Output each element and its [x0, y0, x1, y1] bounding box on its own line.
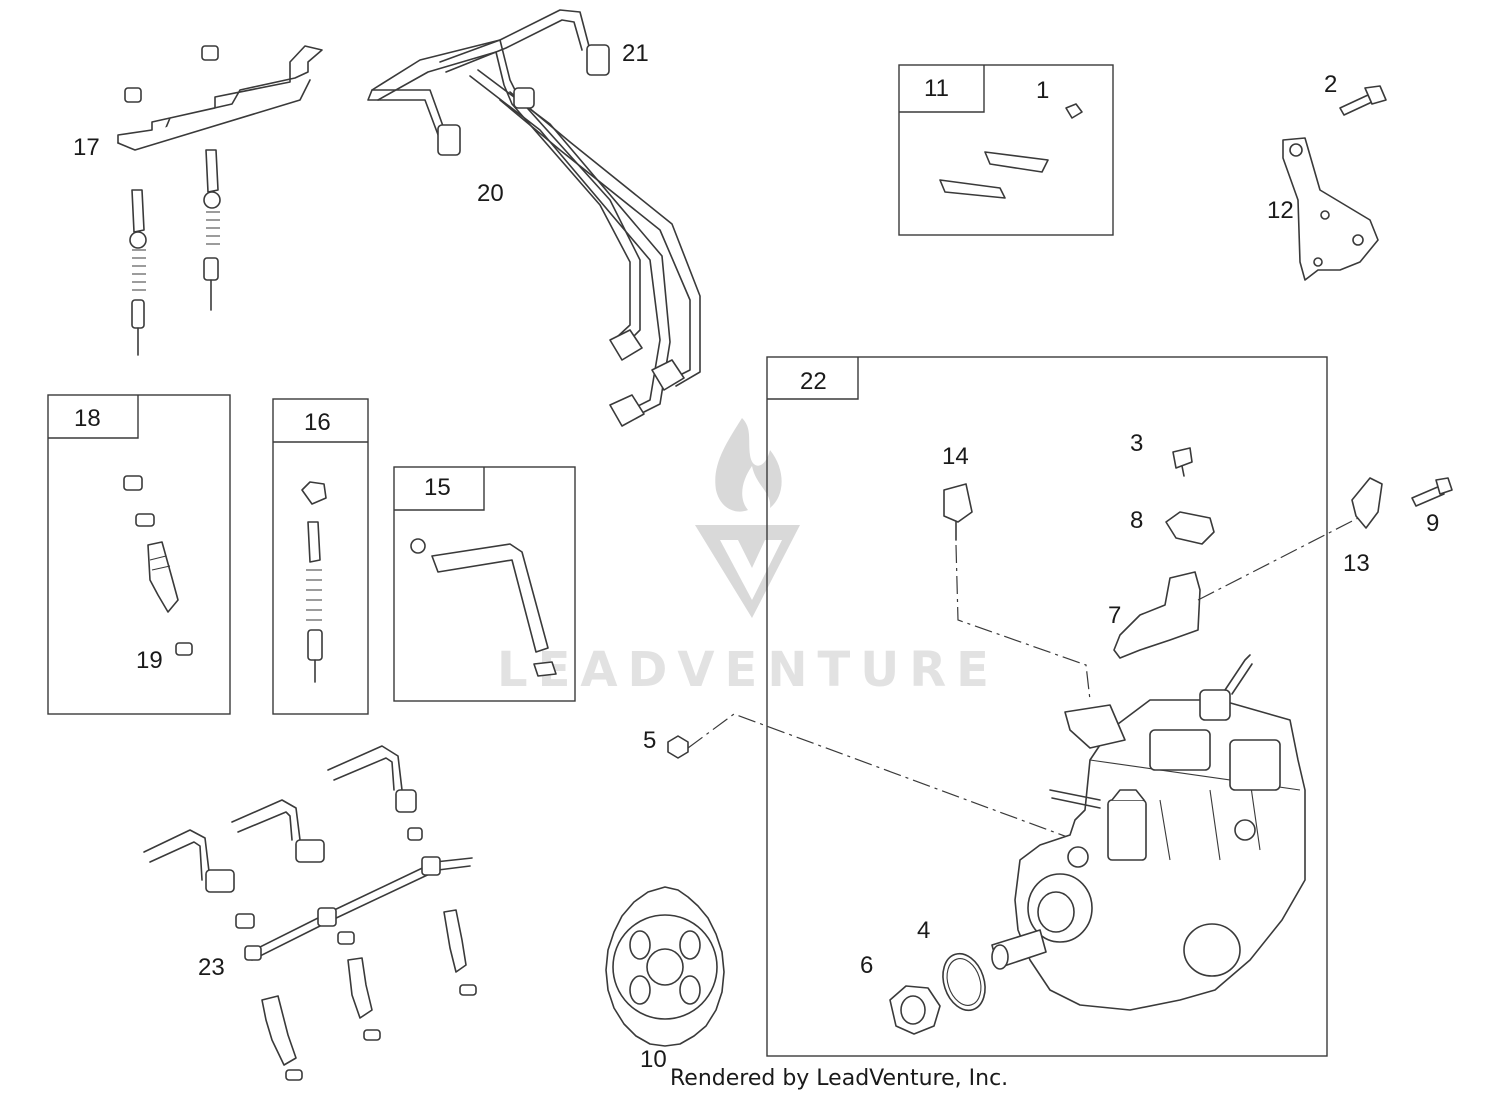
callout-13: 13 — [1343, 550, 1370, 577]
callout-7: 7 — [1108, 602, 1121, 629]
callout-17: 17 — [73, 134, 100, 161]
part-10-drive-gear — [605, 886, 725, 1047]
box-15-label: 15 — [424, 474, 451, 501]
leadventure-watermark: LEADVENTURE — [497, 418, 999, 698]
part-7-bracket — [1113, 515, 1363, 659]
callout-10: 10 — [640, 1046, 667, 1073]
box-15: 15 — [393, 466, 576, 702]
part-14-sensor — [943, 483, 1091, 701]
callout-3: 3 — [1130, 430, 1143, 457]
part-6-nut — [889, 985, 941, 1035]
callout-4: 4 — [917, 917, 930, 944]
callout-20: 20 — [477, 180, 504, 207]
callout-21: 21 — [622, 40, 649, 67]
injection-pump-body — [991, 654, 1306, 1011]
callout-labels: 1 2 3 4 5 6 7 8 9 10 12 13 14 17 19 20 2… — [73, 40, 1439, 1073]
box-11: 11 — [898, 64, 1114, 236]
box-18-label: 18 — [74, 405, 101, 432]
callout-9: 9 — [1426, 510, 1439, 537]
part-20-21-injection-pipes — [367, 9, 701, 427]
box-22: 22 — [766, 356, 1328, 1057]
part-4-o-ring — [942, 952, 986, 1012]
callout-19: 19 — [136, 647, 163, 674]
part-17-glow-plug-plate — [117, 45, 323, 151]
part-17-glow-plugs — [129, 149, 221, 356]
callout-23: 23 — [198, 954, 225, 981]
box-18: 18 — [47, 394, 231, 715]
callout-14: 14 — [942, 443, 969, 470]
part-23-injector-assembly — [143, 745, 477, 1081]
callout-8: 8 — [1130, 507, 1143, 534]
part-13-bracket-and-9-bolt — [1351, 477, 1453, 529]
box-11-label: 11 — [924, 75, 949, 102]
part-12-bracket — [1282, 137, 1379, 281]
callout-6: 6 — [860, 952, 873, 979]
callout-5: 5 — [643, 727, 656, 754]
box-16: 16 — [272, 398, 369, 715]
part-8-clip — [1165, 511, 1215, 545]
box-22-label: 22 — [800, 368, 827, 395]
watermark-text: LEADVENTURE — [497, 642, 999, 698]
callout-2: 2 — [1324, 71, 1337, 98]
part-2-bolt — [1339, 85, 1387, 116]
part-5-nut — [667, 713, 1071, 839]
footer-credit: Rendered by LeadVenture, Inc. — [670, 1066, 1008, 1091]
callout-1: 1 — [1036, 77, 1049, 104]
callout-12: 12 — [1267, 197, 1294, 224]
part-3-screw — [1172, 447, 1193, 477]
box-16-label: 16 — [304, 409, 331, 436]
